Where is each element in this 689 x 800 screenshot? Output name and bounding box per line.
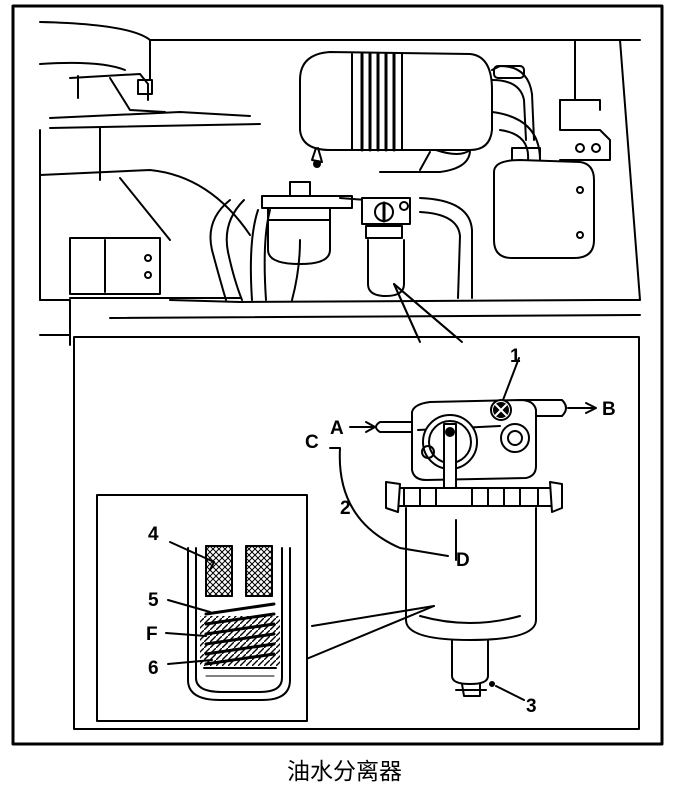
label-D: D <box>456 550 470 571</box>
outer-frame <box>11 4 664 746</box>
figure-caption: 油水分离器 <box>287 759 402 785</box>
label-A: A <box>330 418 344 439</box>
engine-compartment <box>39 21 641 346</box>
label-C: C <box>305 432 319 453</box>
separator-large-view <box>375 399 567 697</box>
label-F: F <box>146 624 158 645</box>
label-1: 1 <box>510 346 521 367</box>
label-2: 2 <box>340 498 351 519</box>
labels: 1 A B C 2 D 3 4 5 F 6 <box>146 346 616 717</box>
separator-small-view <box>361 197 411 297</box>
air-cleaner <box>299 51 535 173</box>
label-B: B <box>602 399 616 420</box>
coolant-tank <box>493 147 595 259</box>
label-3: 3 <box>526 696 537 717</box>
element-detail-inset <box>96 494 308 722</box>
label-4: 4 <box>148 524 159 545</box>
label-5: 5 <box>148 590 159 611</box>
leader-lines <box>303 357 597 701</box>
label-6: 6 <box>148 658 159 679</box>
